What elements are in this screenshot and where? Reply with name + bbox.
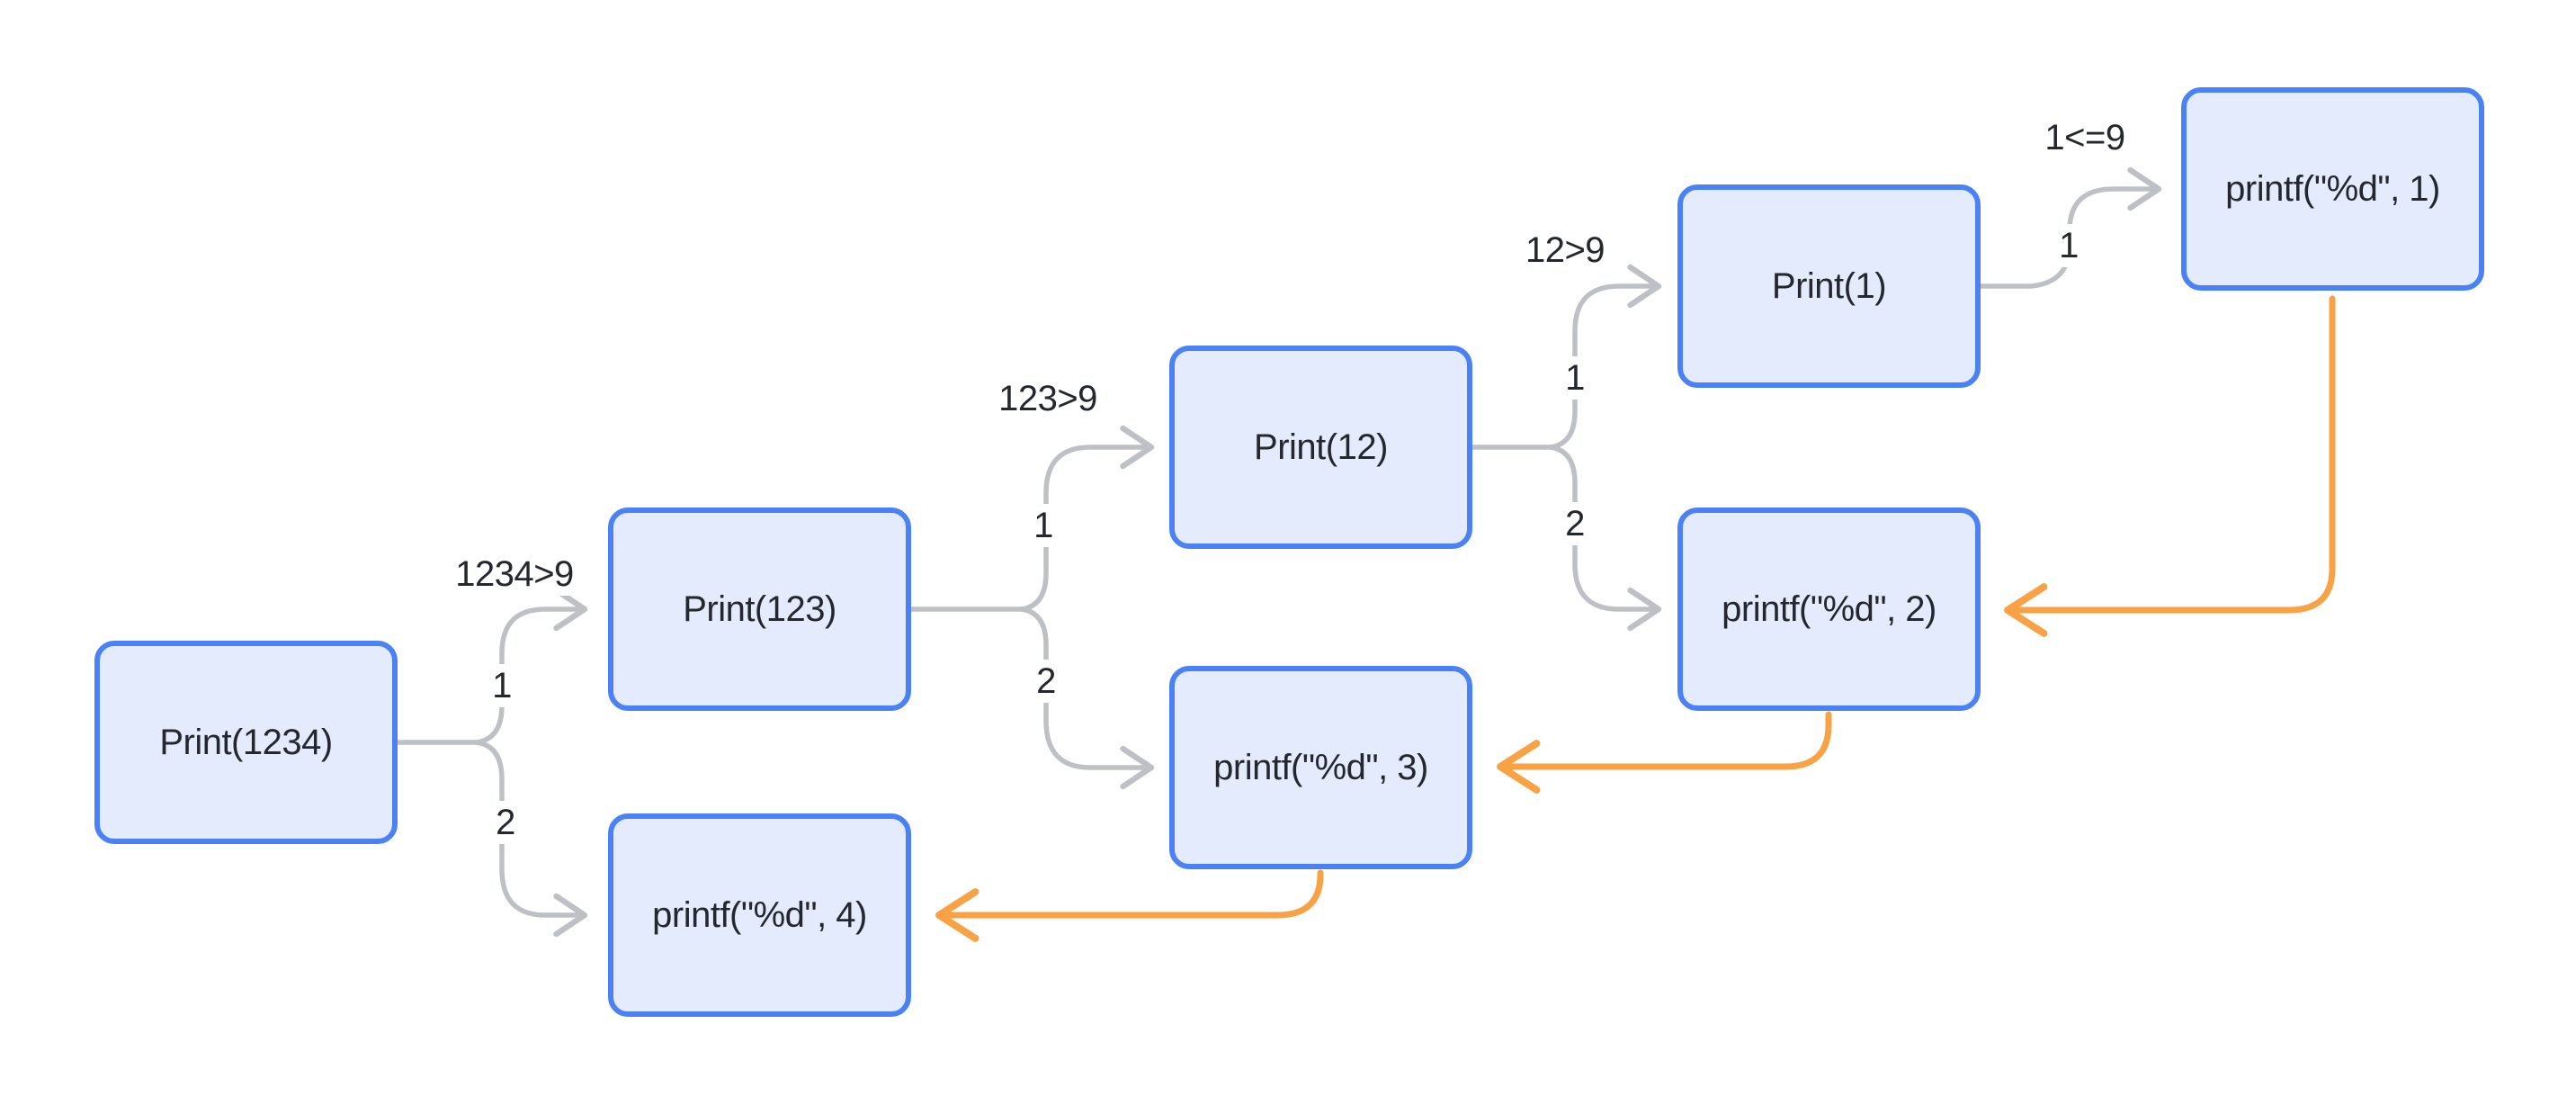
- node-print12-label: Print(12): [1254, 427, 1388, 467]
- node-print12: Print(12): [1169, 346, 1472, 549]
- branch-label-print123-1: 1: [1025, 504, 1061, 547]
- node-printf3: printf("%d", 3): [1169, 666, 1472, 869]
- edge-print12-to-print1: [1548, 264, 1662, 450]
- condition-label-123gt9: 123>9: [990, 377, 1105, 420]
- node-printf1-label: printf("%d", 1): [2225, 168, 2440, 209]
- edge-return-printf3-to-printf4: [935, 869, 1324, 942]
- node-print123: Print(123): [608, 508, 911, 711]
- edge-return-printf1-to-printf2: [2004, 295, 2336, 637]
- branch-label-print12-2: 2: [1557, 502, 1593, 545]
- branch-label-print123-2: 2: [1028, 660, 1064, 703]
- node-printf2-label: printf("%d", 2): [1722, 588, 1936, 629]
- branch-label-print1-1: 1: [2051, 224, 2087, 267]
- condition-label-1le9: 1<=9: [2036, 116, 2133, 159]
- condition-label-12gt9: 12>9: [1516, 229, 1614, 272]
- edge-print1234-to-printf4: [474, 740, 588, 938]
- edge-return-printf2-to-printf3: [1497, 711, 1832, 794]
- node-printf1: printf("%d", 1): [2181, 87, 2484, 291]
- branch-label-print1234-1: 1: [484, 664, 520, 707]
- node-print1: Print(1): [1677, 184, 1981, 388]
- node-print1234: Print(1234): [94, 641, 398, 844]
- node-printf4: printf("%d", 4): [608, 813, 911, 1017]
- node-print1234-label: Print(1234): [159, 722, 333, 762]
- node-printf4-label: printf("%d", 4): [652, 894, 867, 935]
- edge-print1234-to-print123: [474, 587, 588, 745]
- branch-label-print1234-2: 2: [487, 801, 523, 844]
- node-printf3-label: printf("%d", 3): [1213, 747, 1428, 787]
- node-printf2: printf("%d", 2): [1677, 508, 1981, 711]
- edge-print12-to-printf2: [1548, 445, 1662, 632]
- node-print1-label: Print(1): [1771, 265, 1887, 306]
- edge-print123-to-printf3: [1019, 606, 1155, 790]
- condition-label-1234gt9: 1234>9: [447, 552, 582, 596]
- edge-print123-to-print12: [1019, 425, 1155, 612]
- branch-label-print12-1: 1: [1557, 356, 1593, 400]
- node-print123-label: Print(123): [683, 588, 836, 629]
